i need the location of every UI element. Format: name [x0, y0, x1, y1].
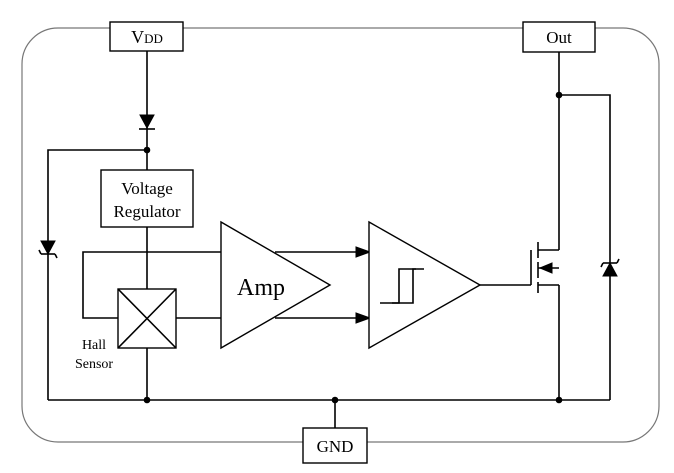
- left-zener-diode-icon: [38, 240, 58, 259]
- voltage-regulator-block: Voltage Regulator: [100, 169, 194, 228]
- hall-sensor-element: [117, 288, 177, 349]
- gnd-pin: GND: [302, 427, 368, 464]
- wires: [47, 50, 611, 428]
- regulator-label-line1: Voltage: [121, 179, 173, 198]
- out-pin-label: Out: [546, 28, 572, 47]
- chip-outline: [21, 27, 660, 443]
- regulator-label-line2: Regulator: [113, 202, 180, 221]
- amp-label: Amp: [237, 275, 285, 301]
- hysteresis-icon: [380, 268, 424, 304]
- vdd-diode-icon: [139, 114, 155, 130]
- vdd-pin-label: VDD: [131, 27, 163, 47]
- output-mosfet-icon: [530, 242, 559, 293]
- vdd-pin: VDD: [109, 21, 184, 52]
- out-pin: Out: [522, 21, 596, 53]
- comparator-input-arrows: [355, 246, 372, 324]
- schmitt-trigger-block: [368, 220, 482, 350]
- amplifier-block: Amp: [220, 220, 332, 350]
- sensor-label-line1: Hall: [82, 338, 106, 353]
- vdd-label-main: V: [131, 27, 144, 47]
- gnd-pin-label: GND: [317, 437, 354, 456]
- sensor-label-line2: Sensor: [75, 357, 113, 372]
- junction-dots: [143, 91, 563, 404]
- vdd-label-sub: DD: [144, 31, 163, 46]
- right-zener-diode-icon: [600, 258, 620, 277]
